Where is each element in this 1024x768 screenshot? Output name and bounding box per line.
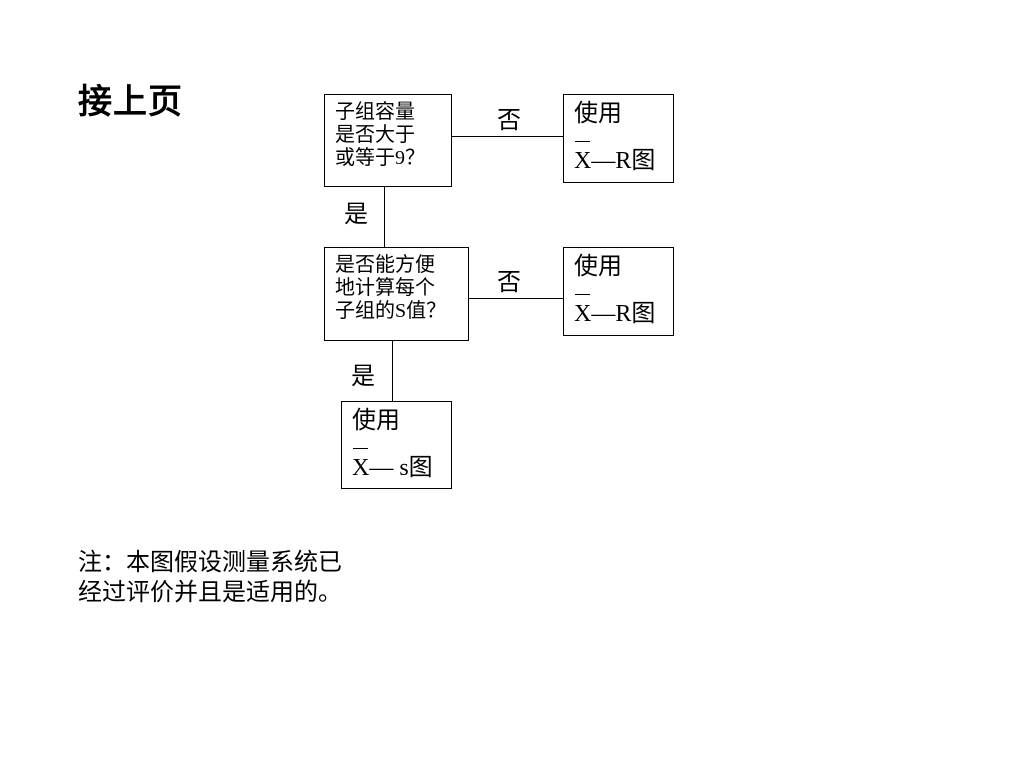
decision-text-line: 或等于9？ — [335, 147, 425, 169]
connector-q2-yes — [392, 341, 393, 401]
result-text-chart-suffix: —R图 — [591, 301, 656, 327]
decision-text-line: 子组的S值？ — [335, 300, 447, 322]
decision-text-line: 子组容量 — [335, 101, 415, 123]
decision-box-s-value: 是否能方便 地计算每个 子组的S值？ — [324, 247, 469, 341]
result-text-chart-suffix: — s图 — [369, 455, 433, 481]
x-bar-symbol: X — [352, 448, 370, 481]
result-box-xbar-r-chart: 使用 X—R图 — [563, 94, 674, 183]
page-title: 接上页 — [78, 82, 183, 122]
connector-q2-no — [469, 298, 563, 299]
result-text-use: 使用 — [352, 408, 400, 434]
result-text-use: 使用 — [574, 101, 622, 127]
edge-label-no: 否 — [497, 270, 521, 296]
connector-q1-yes — [384, 187, 385, 247]
result-box-xbar-s-chart: 使用 X— s图 — [341, 401, 452, 489]
result-text-chart: X— s图 — [352, 448, 451, 482]
result-text-use: 使用 — [574, 254, 622, 280]
footnote: 注：本图假设测量系统已经过评价并且是适用的。 — [78, 548, 342, 606]
result-text-chart: X—R图 — [574, 141, 673, 175]
connector-q1-no — [452, 136, 563, 137]
x-bar-symbol: X — [574, 141, 592, 174]
edge-label-yes: 是 — [351, 364, 375, 390]
decision-box-subgroup-size: 子组容量 是否大于 或等于9？ — [324, 94, 452, 187]
x-bar-symbol: X — [574, 294, 592, 327]
result-box-xbar-r-chart: 使用 X—R图 — [563, 247, 674, 336]
result-text-chart: X—R图 — [574, 294, 673, 328]
edge-label-yes: 是 — [344, 202, 368, 228]
decision-text-line: 地计算每个 — [335, 277, 435, 299]
decision-text-line: 是否能方便 — [335, 254, 435, 276]
decision-text-line: 是否大于 — [335, 124, 415, 146]
result-text-chart-suffix: —R图 — [591, 148, 656, 174]
edge-label-no: 否 — [497, 108, 521, 134]
